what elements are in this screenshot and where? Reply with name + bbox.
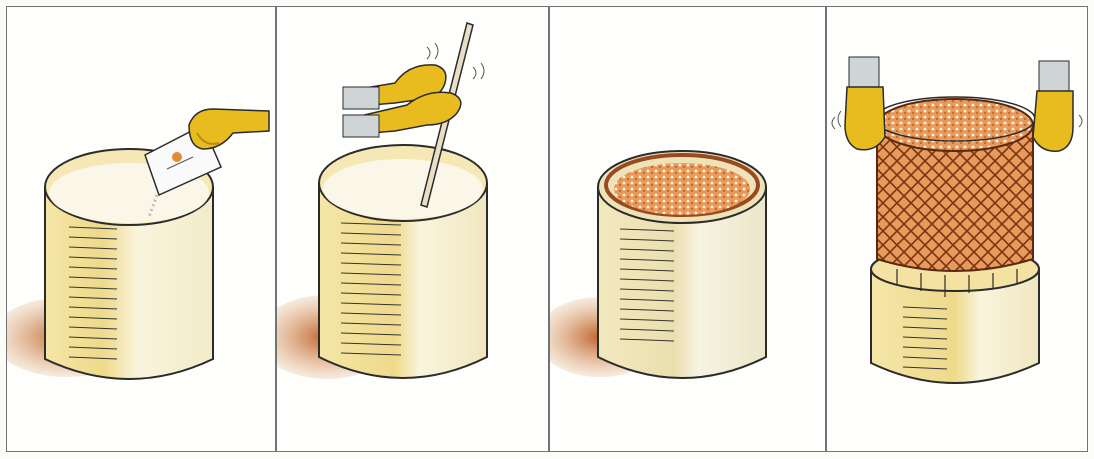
barrel-icon: [319, 145, 487, 378]
panel-4-lift-basket-drain: [826, 6, 1088, 452]
net-basket-icon: [875, 97, 1035, 271]
gloved-hand-icon: [189, 109, 269, 149]
panel-1-drawing: [7, 7, 276, 452]
panel-3-drawing: [550, 7, 826, 452]
panel-2-stir-solution: [276, 6, 549, 452]
seeds-icon: [614, 163, 750, 215]
panel-3-soak-basket: [549, 6, 826, 452]
panel-4-drawing: [827, 7, 1088, 452]
panel-2-drawing: [277, 7, 549, 452]
panel-1-pour-powder: [6, 6, 276, 452]
barrel-icon: [45, 149, 213, 379]
